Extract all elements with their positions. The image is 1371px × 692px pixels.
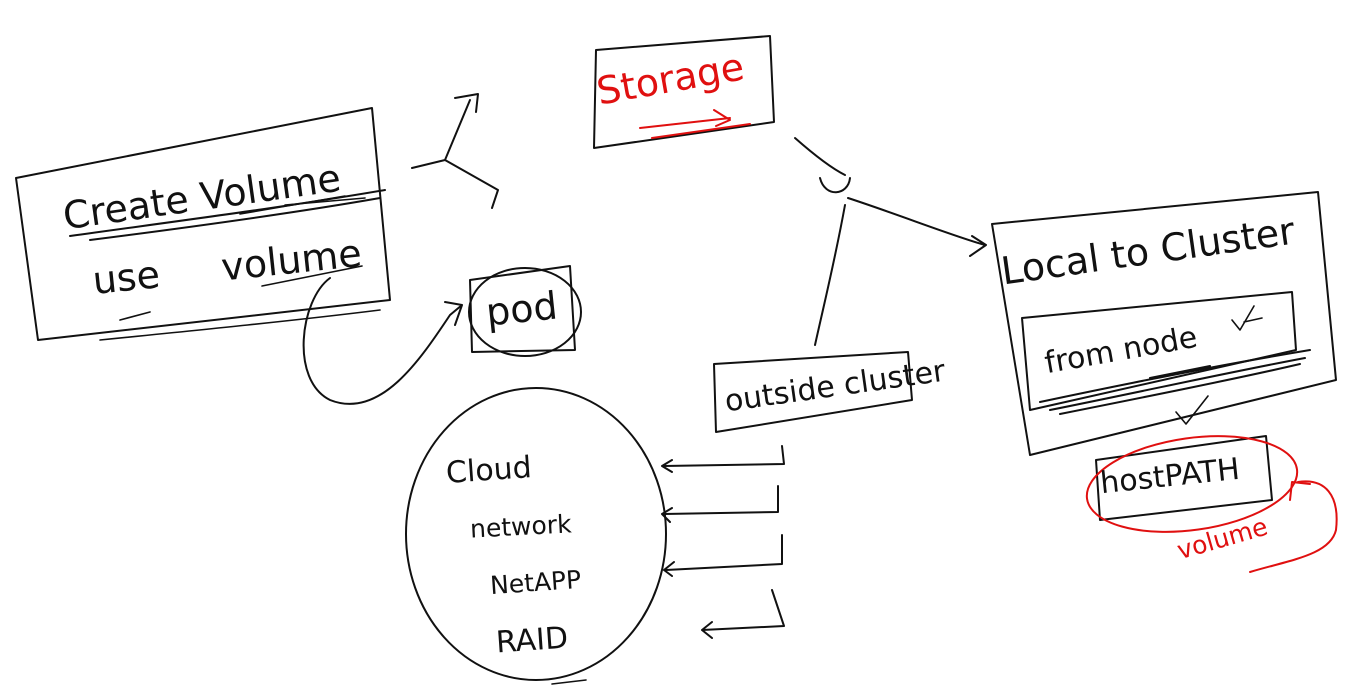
cloud-group-circle bbox=[405, 387, 667, 681]
cloud-item-3: RAID bbox=[494, 620, 570, 661]
outside-arrow-2 bbox=[661, 485, 779, 523]
local-cluster-box-outline bbox=[991, 191, 1337, 456]
volume-loop-arrow bbox=[1249, 480, 1338, 573]
hostpath-box-outline bbox=[1095, 435, 1273, 521]
outside-arrow-3 bbox=[663, 534, 783, 577]
outside-arrow-1 bbox=[661, 445, 785, 473]
create-volume-underline bbox=[239, 195, 366, 215]
branch-to-outside-cluster bbox=[814, 204, 846, 346]
storage-stem bbox=[794, 137, 846, 176]
pod-box-outline bbox=[469, 265, 576, 353]
fork-arrow bbox=[411, 93, 499, 209]
pod-circle bbox=[468, 267, 582, 357]
from-node-scribble bbox=[1039, 349, 1311, 415]
from-node-box-outline bbox=[1021, 291, 1297, 411]
use-volume-to-pod-connector bbox=[302, 277, 463, 405]
checkmark-icon-2 bbox=[1175, 395, 1209, 425]
storage-box-outline bbox=[593, 35, 775, 149]
volume-box-footer-stroke bbox=[99, 309, 381, 341]
branch-knot bbox=[819, 177, 851, 194]
pod-label: pod bbox=[483, 283, 560, 335]
branch-to-local-cluster bbox=[847, 197, 987, 257]
storage-underline bbox=[639, 109, 751, 139]
use-volume-underline bbox=[261, 265, 363, 287]
cloud-item-2: NetAPP bbox=[489, 564, 583, 601]
cloud-item-1: network bbox=[469, 509, 573, 544]
outside-cluster-box-outline bbox=[713, 351, 913, 433]
cloud-circle-tail bbox=[551, 679, 587, 685]
volume-box-outline bbox=[15, 107, 391, 341]
checkmark-icon bbox=[1231, 305, 1263, 331]
cloud-item-0: Cloud bbox=[444, 450, 533, 491]
outside-arrow-4 bbox=[701, 589, 785, 639]
hostpath-circle bbox=[1085, 435, 1299, 533]
